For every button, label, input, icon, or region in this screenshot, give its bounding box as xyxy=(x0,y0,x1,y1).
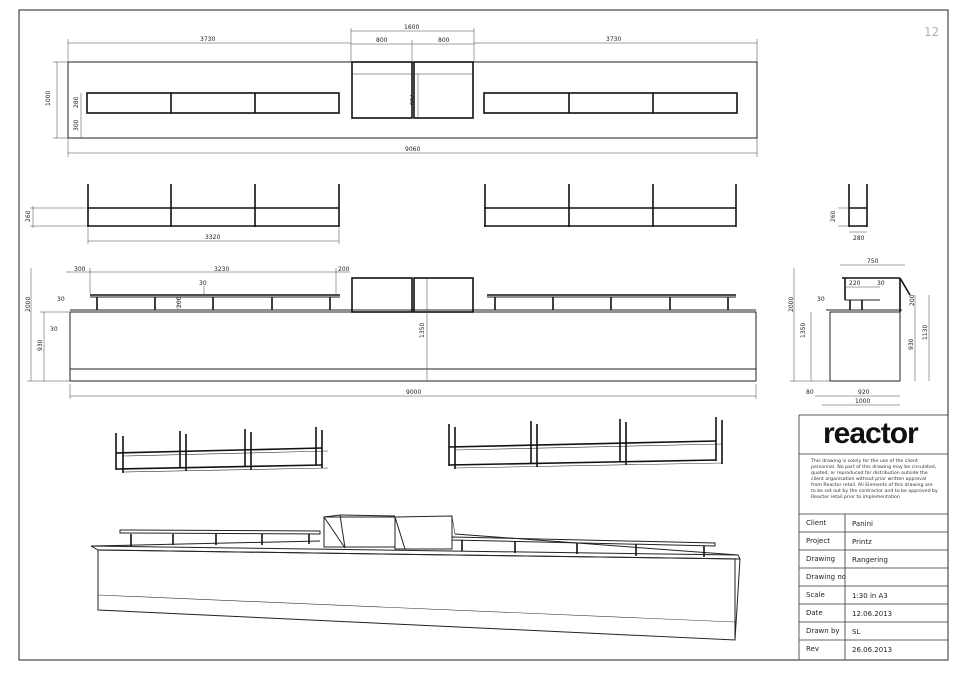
dim-side-top: 750 xyxy=(867,258,879,265)
isometric-hanging-shelves xyxy=(115,417,723,473)
dim-front-counter: 930 xyxy=(37,339,44,351)
dim-front-right: 200 xyxy=(338,266,350,273)
dim-plan-mid-right: 800 xyxy=(438,37,450,44)
title-row-value: 26.06.2013 xyxy=(852,646,892,654)
dim-plan-right: 3730 xyxy=(606,36,621,43)
dim-side-b: 30 xyxy=(877,280,885,287)
dim-side-unit: 1350 xyxy=(800,323,807,338)
dim-plan-mid-left: 800 xyxy=(376,37,388,44)
dim-front-rise: 30 xyxy=(199,280,207,287)
disclaimer-line: This drawing is solely for the use of th… xyxy=(810,458,918,464)
dim-side-shelf-h: 260 xyxy=(830,210,837,222)
dim-side-depth: 1000 xyxy=(855,398,870,405)
title-row-value: 1:30 in A3 xyxy=(852,592,888,600)
dim-shelf-height: 260 xyxy=(25,210,32,222)
title-row-label: Drawing no xyxy=(806,573,846,581)
front-elevation: 300 3230 200 30 200 2000 30 30 930 1350 … xyxy=(25,266,757,399)
dim-side-a: 220 xyxy=(849,280,861,287)
dim-plan-left: 3730 xyxy=(200,36,215,43)
title-row-value: Rangering xyxy=(852,556,888,564)
title-row-value: SL xyxy=(852,628,860,636)
dim-shelf-length: 3320 xyxy=(205,234,220,241)
dim-front-total: 9000 xyxy=(406,389,421,396)
dim-side-width: 920 xyxy=(858,389,870,396)
title-row-label: Drawing xyxy=(806,555,835,563)
page-number: 12 xyxy=(924,25,939,39)
reactor-logo: reactor xyxy=(823,417,919,450)
title-row-value: Panini xyxy=(852,520,873,528)
isometric-counter xyxy=(90,514,741,641)
side-elevation: 260 280 750 220 30 2000 30 200 1350 930 … xyxy=(788,184,930,406)
dim-side-shelf-d: 280 xyxy=(853,235,865,242)
disclaimer-line: client organisation without prior writte… xyxy=(811,476,926,482)
disclaimer-line: to be set out by the contractor and to b… xyxy=(811,488,938,494)
title-row-label: Rev xyxy=(806,645,819,653)
title-row-label: Drawn by xyxy=(806,627,840,635)
dim-plan-total: 9060 xyxy=(405,146,420,153)
dim-front-span: 3230 xyxy=(214,266,229,273)
disclaimer-line: from Reactor retail. All Elements of thi… xyxy=(811,482,933,488)
dim-side-counter: 930 xyxy=(908,338,915,350)
title-row-value: Printz xyxy=(852,538,872,546)
dim-front-side-a: 30 xyxy=(57,296,65,303)
disclaimer-line: personnel. No part of this drawing may b… xyxy=(811,464,937,470)
dim-front-left: 300 xyxy=(74,266,86,273)
disclaimer-line: Reactor retail prior to implementation xyxy=(811,494,900,500)
dim-front-height: 2000 xyxy=(25,297,32,312)
dim-side-c: 30 xyxy=(817,296,825,303)
disclaimer-line: quoted, or reproduced for distribution o… xyxy=(811,470,928,476)
title-row-value: 12.06.2013 xyxy=(852,610,892,618)
title-row-label: Client xyxy=(806,519,827,527)
shelf-elevation: 260 3320 xyxy=(25,184,737,244)
dim-side-full: 1130 xyxy=(922,325,929,340)
title-row-label: Scale xyxy=(806,591,825,599)
title-row-label: Date xyxy=(806,609,823,617)
dim-plan-depth: 1000 xyxy=(45,91,52,106)
dim-side-d: 200 xyxy=(909,294,916,306)
dim-plan-total-top: 1600 xyxy=(404,24,419,31)
dim-plan-unit-depth: 750 xyxy=(408,94,415,106)
dim-front-unit: 1350 xyxy=(419,323,426,338)
title-row-label: Project xyxy=(806,537,830,545)
dim-front-shelf-h: 200 xyxy=(176,296,183,308)
title-block: reactor This drawing is solely for the u… xyxy=(798,414,949,661)
dim-side-height: 2000 xyxy=(788,297,795,312)
dim-plan-shelf: 280 xyxy=(73,96,80,108)
plan-view: 3730 1600 800 800 3730 9060 1000 280 300… xyxy=(45,24,758,157)
sheet-border xyxy=(18,9,949,661)
dim-plan-offset: 300 xyxy=(73,119,80,131)
dim-front-side-b: 30 xyxy=(50,326,58,333)
dim-side-base: 80 xyxy=(806,389,814,396)
